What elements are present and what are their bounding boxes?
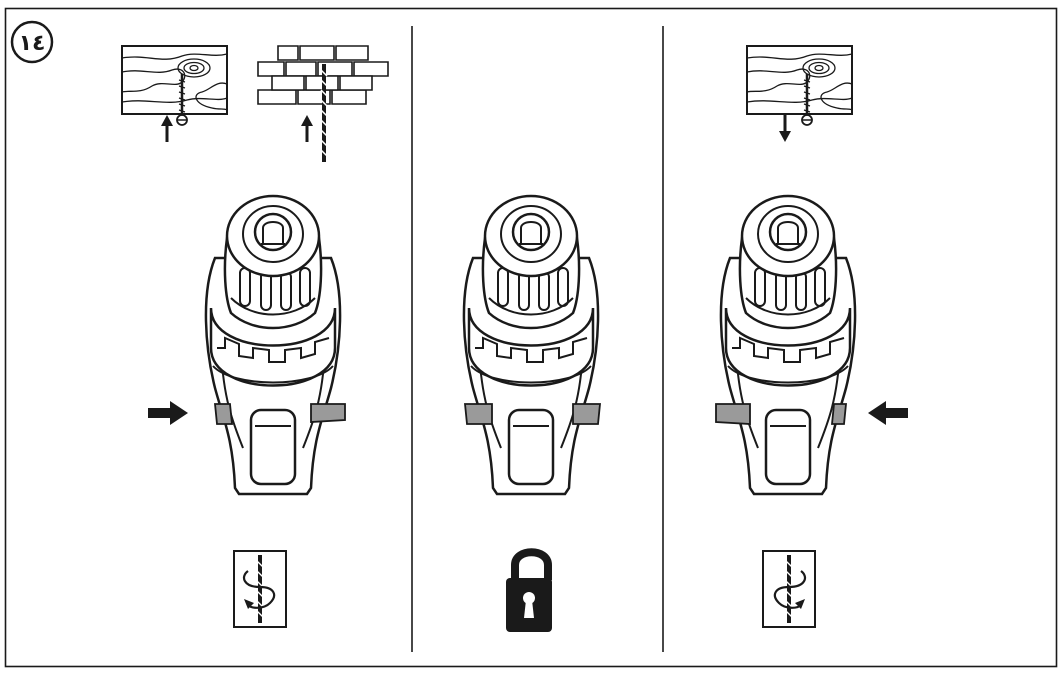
- padlock-icon: [506, 548, 552, 632]
- panel-locked: [462, 194, 601, 632]
- wood-screw-icon: [120, 44, 229, 127]
- brick-drill-bit-icon: [256, 44, 390, 164]
- counterclockwise-rotation-icon: [761, 549, 817, 629]
- arrow-down-icon: [779, 115, 791, 142]
- switch-right-pressed: [831, 403, 847, 425]
- switch-left-pressed: [214, 403, 233, 425]
- push-arrow-right-icon: [148, 401, 188, 425]
- figure-number-badge: ١٤: [10, 20, 54, 64]
- push-arrow-left-icon: [868, 401, 908, 425]
- drill-top-view: [462, 194, 600, 496]
- panel-forward-rotation: [120, 44, 390, 629]
- arrow-up-icon: [161, 115, 173, 142]
- switch-left-neutral: [464, 403, 493, 425]
- arrow-up-icon: [301, 115, 313, 142]
- switch-right-extended: [310, 403, 346, 423]
- figure-number-label: ١٤: [19, 31, 46, 56]
- switch-left-extended: [715, 403, 751, 425]
- clockwise-rotation-icon: [232, 549, 288, 629]
- wood-screw-icon: [745, 44, 854, 127]
- panel-reverse-rotation: [715, 44, 908, 629]
- figure-border: [4, 7, 1058, 668]
- switch-right-neutral: [572, 403, 601, 425]
- drill-top-view: [204, 194, 342, 496]
- drill-top-view: [719, 194, 857, 496]
